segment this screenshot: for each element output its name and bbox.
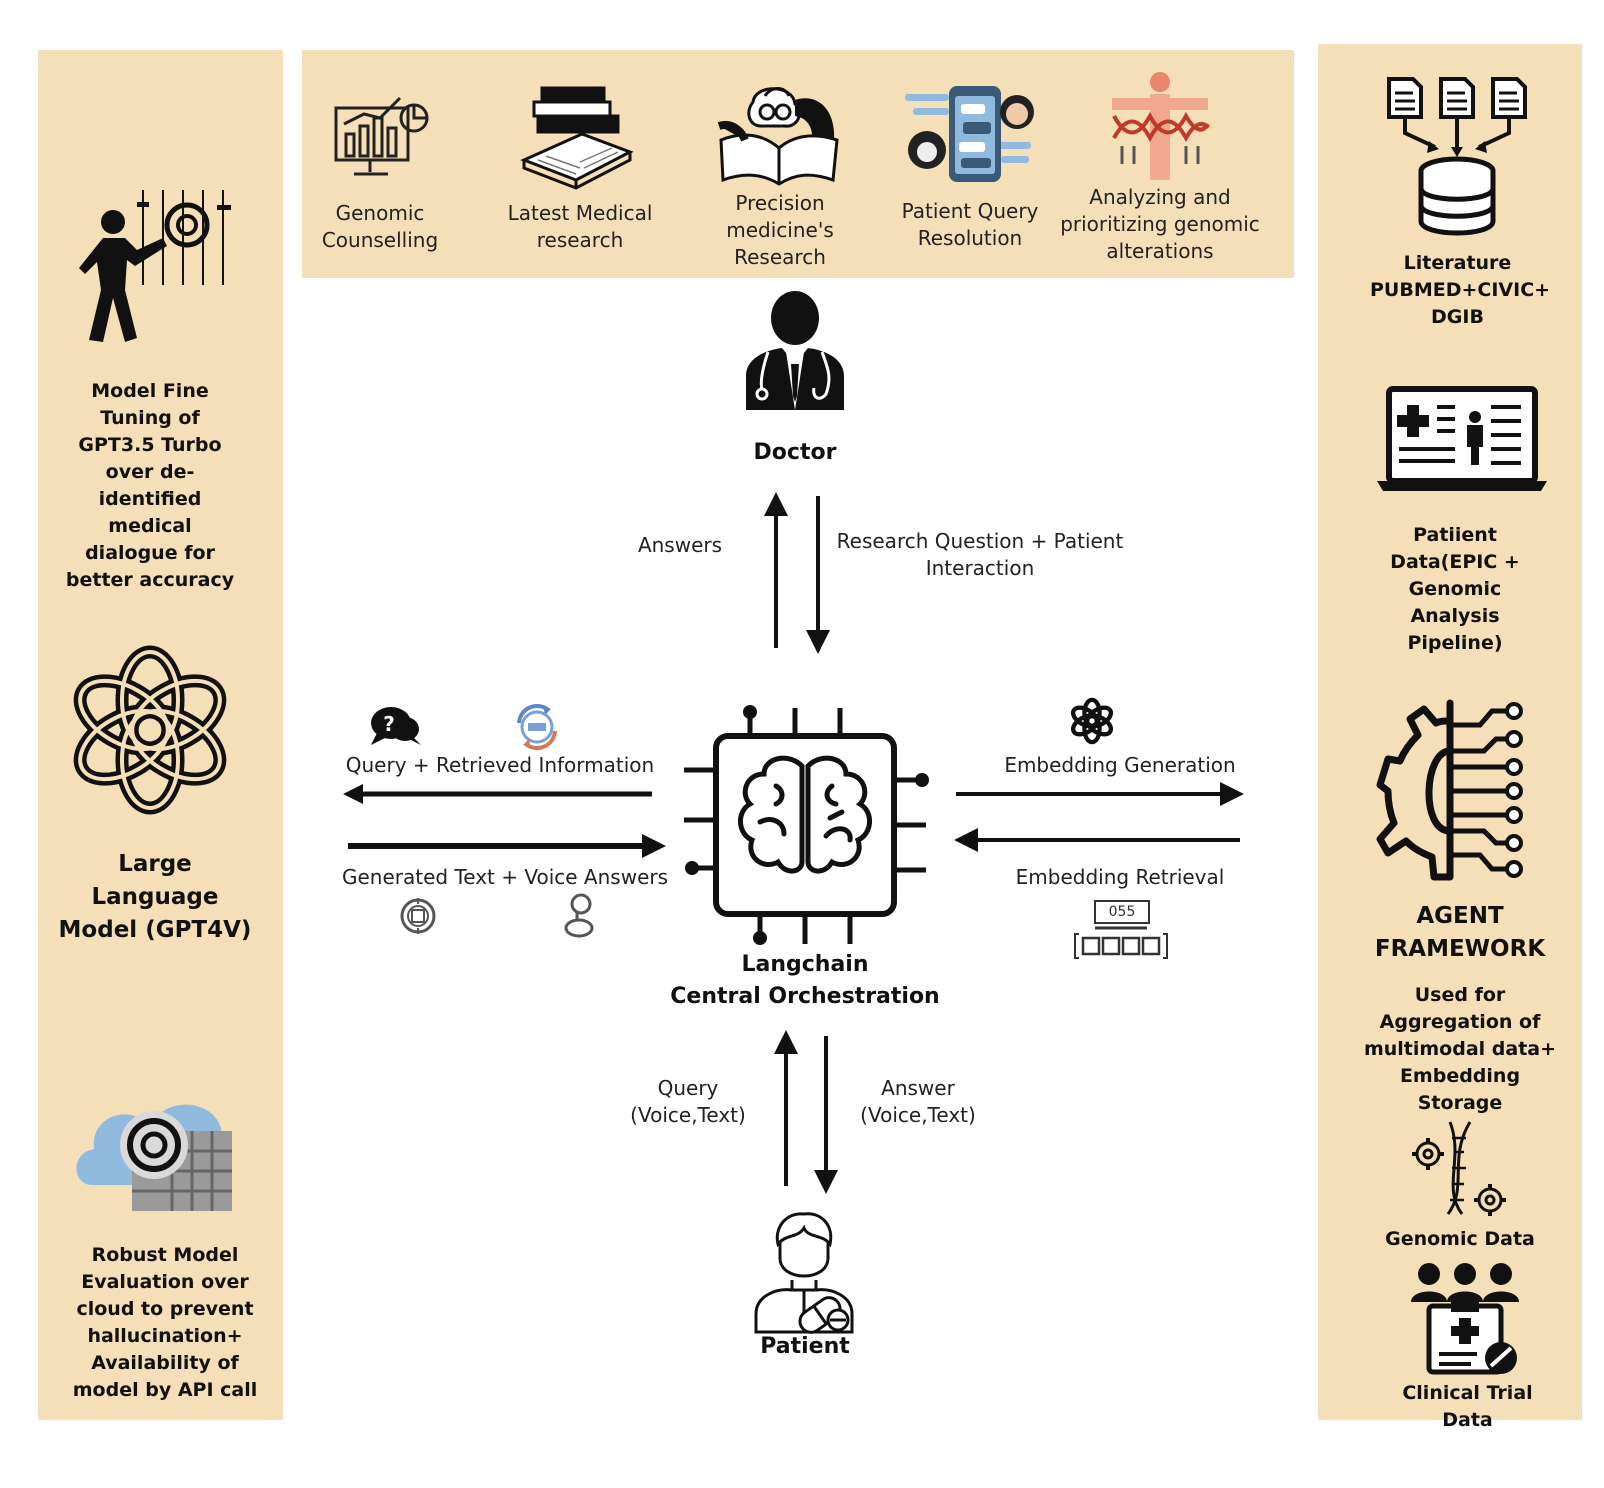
- query-retrieved-label: Query + Retrieved Information: [345, 753, 655, 777]
- embedding-retrieval-label: Embedding Retrieval: [1015, 865, 1225, 889]
- doctor-icon: [746, 291, 844, 410]
- chat-bubbles-icon: ?: [371, 707, 421, 745]
- patient-query-label: Patient Query Resolution: [901, 199, 1039, 250]
- literature-text: Literature PUBMED+CIVIC+ DGIB: [1370, 252, 1551, 328]
- clinical-trial-text: Clinical Trial Data: [1402, 1382, 1533, 1431]
- id-code-text: 055: [1108, 904, 1136, 920]
- evaluation-text: Robust Model Evaluation over cloud to pr…: [72, 1244, 258, 1401]
- openai-logo-icon: [73, 645, 227, 815]
- orchestration-title-2: Central Orchestration: [670, 984, 940, 1009]
- monitor-chart-icon: [334, 96, 429, 176]
- svg-text:?: ?: [383, 712, 395, 736]
- cloud-server-icon: [76, 1104, 232, 1211]
- embedding-generation-label: Embedding Generation: [1004, 753, 1236, 777]
- research-question-label: Research Question + Patient Interaction: [836, 529, 1124, 580]
- patient-icon: [754, 1212, 854, 1334]
- openai-small-icon: [1070, 697, 1114, 745]
- researcher-reading-icon: [717, 87, 839, 186]
- fine-tuning-text: Model Fine Tuning of GPT3.5 Turbo over d…: [65, 380, 235, 591]
- answers-label: Answers: [637, 533, 723, 557]
- dna-person-icon: [1112, 72, 1210, 180]
- agent-framework-title: AGENT FRAMEWORK: [1374, 903, 1546, 962]
- clinical-trial-icon: [1411, 1263, 1519, 1375]
- chat-phone-icon: [905, 86, 1034, 182]
- api-exchange-icon: [517, 703, 557, 751]
- precision-medicine-label: Precision medicine's Research: [726, 191, 834, 269]
- fine-tuning-person-icon: [79, 190, 231, 342]
- agent-gear-circuit-icon: [1376, 699, 1523, 881]
- answer-label: Answer (Voice,Text): [860, 1076, 976, 1127]
- embedding-blocks-icon: [1074, 926, 1168, 959]
- agent-framework-desc: Used for Aggregation of multimodal data+…: [1363, 984, 1557, 1114]
- langchain-chip-icon: [684, 705, 929, 945]
- id-code-tag: 055: [1094, 900, 1150, 924]
- orchestration-title-1: Langchain: [741, 952, 869, 977]
- medical-research-label: Latest Medical research: [507, 201, 653, 252]
- dna-gears-icon: [1412, 1121, 1506, 1216]
- books-icon: [520, 86, 634, 190]
- genomic-data-text: Genomic Data: [1385, 1228, 1535, 1250]
- genomic-alterations-label: Analyzing and prioritizing genomic alter…: [1060, 185, 1260, 263]
- patient-label: Patient: [760, 1334, 850, 1359]
- doctor-label: Doctor: [753, 440, 837, 465]
- llm-title: Large Language Model (GPT4V): [58, 851, 252, 943]
- patient-record-laptop-icon: [1377, 386, 1547, 491]
- genomic-counselling-label: Genomic Counselling: [321, 201, 439, 252]
- generated-text-label: Generated Text + Voice Answers: [341, 865, 669, 889]
- documents-database-icon: [1387, 77, 1527, 236]
- voice-speaker-icon: [564, 893, 594, 938]
- query-label: Query (Voice,Text): [630, 1076, 746, 1127]
- patient-data-text: Patiient Data(EPIC + Genomic Analysis Pi…: [1390, 524, 1520, 654]
- chip-doc-icon: [400, 898, 436, 934]
